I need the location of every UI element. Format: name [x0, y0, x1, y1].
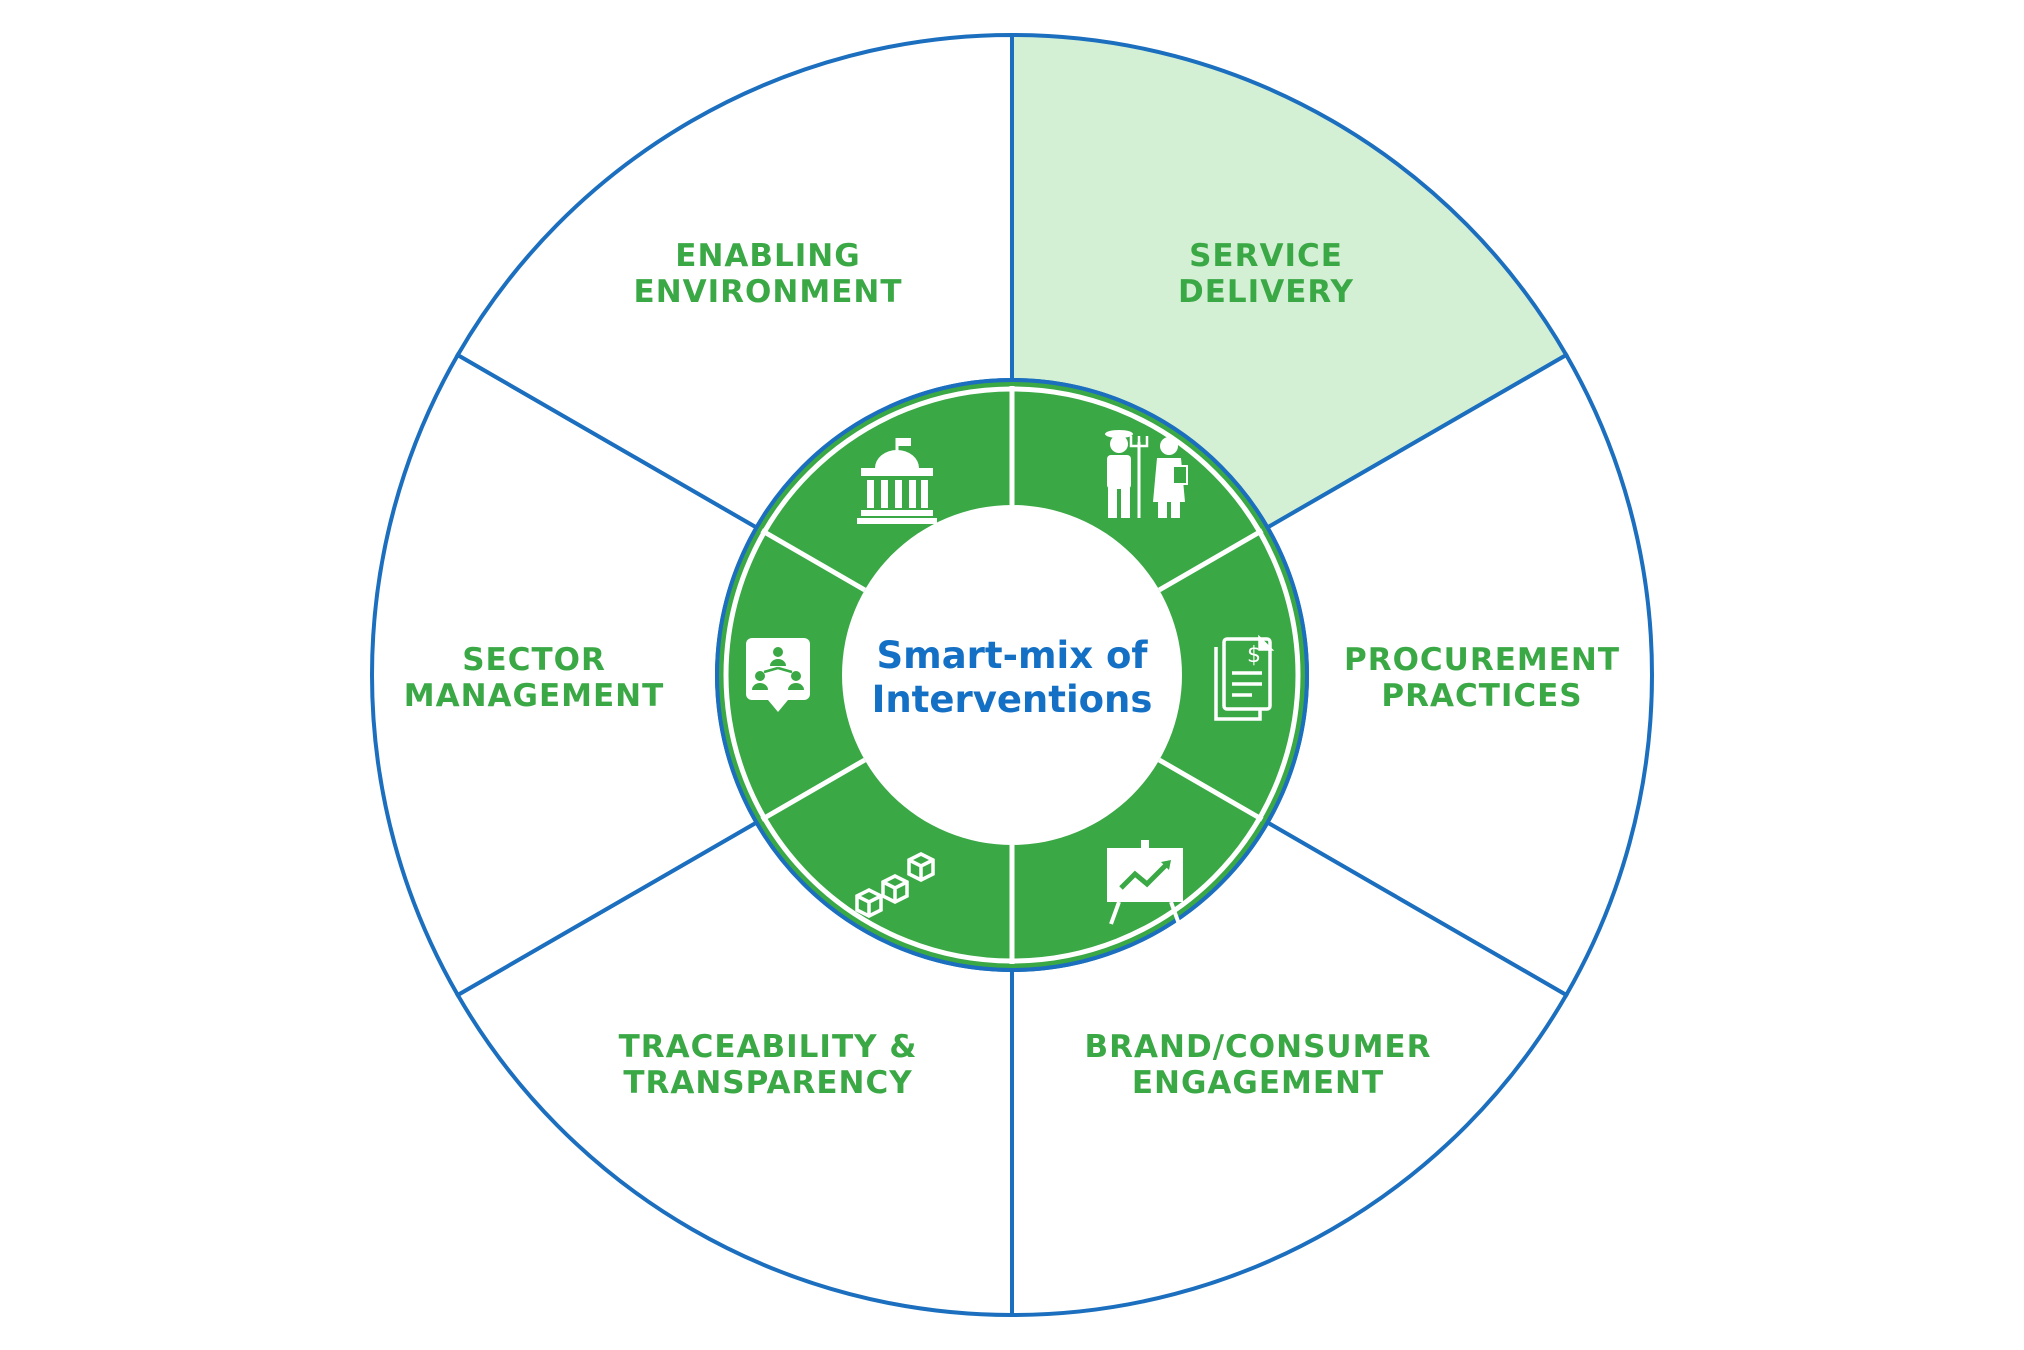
label-enabling-environment-1: ENABLING [675, 238, 860, 274]
svg-text:$: $ [1247, 643, 1261, 668]
label-service-delivery-1: SERVICE [1189, 238, 1343, 274]
farmer-and-worker-icon [1105, 430, 1188, 518]
center-circle [842, 505, 1182, 845]
label-enabling-environment-2: ENVIRONMENT [634, 274, 903, 310]
ring-divider [760, 528, 867, 593]
linked-boxes-icon [855, 852, 935, 918]
label-procurement-practices-1: PROCUREMENT [1344, 642, 1620, 678]
label-brand-consumer-engagement-2: ENGAGEMENT [1132, 1065, 1384, 1101]
label-procurement-practices-2: PRACTICES [1381, 678, 1582, 714]
presentation-chart-icon [1107, 840, 1183, 925]
government-building-icon [857, 438, 937, 524]
ring-divider [1157, 528, 1264, 593]
label-sector-management-2: MANAGEMENT [404, 678, 665, 714]
label-service-delivery-2: DELIVERY [1178, 274, 1354, 310]
label-traceability-transparency-1: TRACEABILITY & [619, 1029, 918, 1065]
label-sector-management-1: SECTOR [462, 642, 606, 678]
network-people-icon [746, 638, 810, 712]
label-traceability-transparency-2: TRANSPARENCY [623, 1065, 912, 1101]
ring-dividers [760, 386, 1264, 964]
ring-divider [760, 757, 867, 822]
ring-divider [1157, 757, 1264, 822]
label-brand-consumer-engagement-1: BRAND/CONSUMER [1085, 1029, 1432, 1065]
invoice-document-icon: $ [1214, 634, 1275, 721]
center-title-line-1: Smart-mix of [877, 634, 1149, 677]
center-title-line-2: Interventions [872, 678, 1153, 721]
